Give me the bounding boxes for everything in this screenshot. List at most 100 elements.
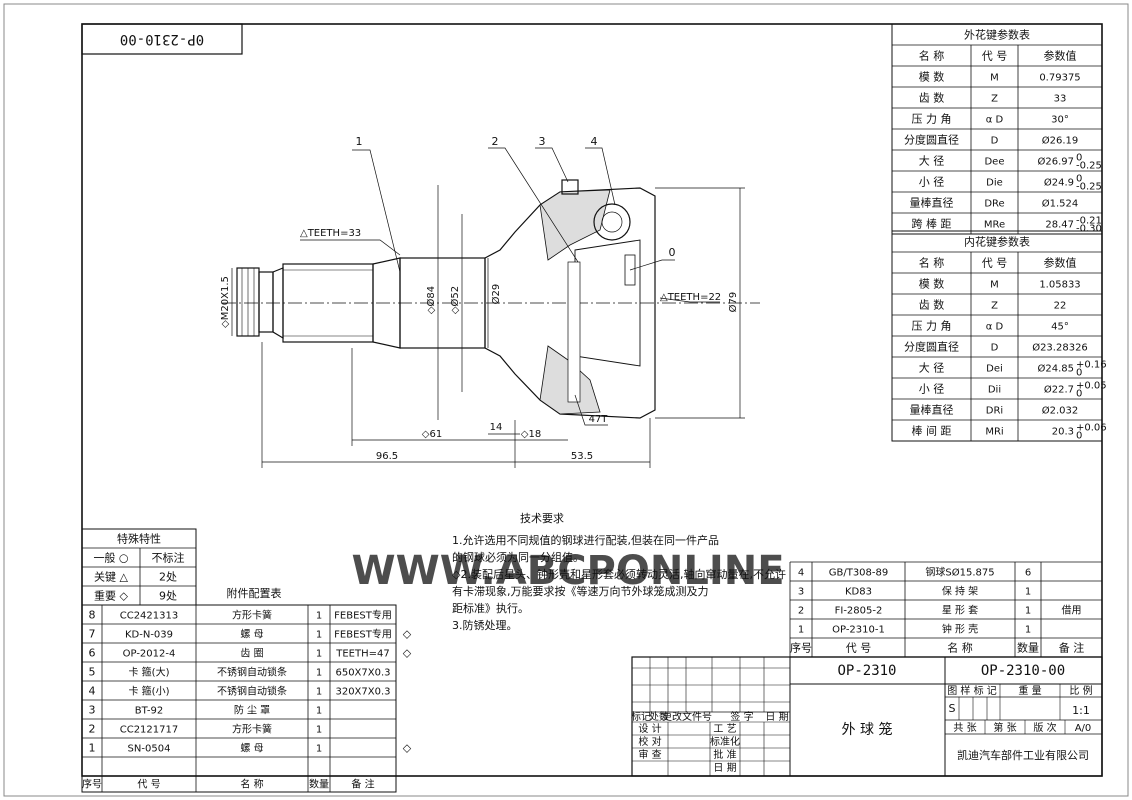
accessory-qty: 1 <box>316 706 322 717</box>
param-tol-lower: -0.25 <box>1076 161 1102 172</box>
attr-header: 重 量 <box>1018 684 1041 697</box>
outer-frame <box>3 3 1129 797</box>
sign-label: 批 准 <box>713 748 736 761</box>
callout-1: 1 <box>356 135 363 148</box>
accessory-code: CC2421313 <box>120 611 179 622</box>
accessory-name: 防 尘 罩 <box>234 704 270 717</box>
tech-req-line: 距标准》执行。 <box>452 601 529 615</box>
rev-header: 标记 <box>631 711 651 723</box>
param-value: Ø26.97 <box>1038 156 1075 168</box>
table-title: 内花键参数表 <box>964 235 1030 249</box>
watermark: WWW.ABCPONLINE <box>351 548 784 594</box>
accessory-qty: 1 <box>316 668 322 679</box>
bom-name: 钢球SØ15.875 <box>925 566 994 579</box>
sign-label: 日 期 <box>713 762 736 774</box>
param-name: 分度圆直径 <box>904 340 959 354</box>
attr-header: 图 样 标 记 <box>947 684 997 697</box>
technical-requirements: 技术要求 1.允许选用不同规值的钢球进行配装,但装在同一件产品 的钢球必须为同一… <box>452 512 786 632</box>
len-18-label: ◇18 <box>521 429 541 440</box>
bell-housing <box>484 187 656 419</box>
len-14-label: 14 <box>490 422 503 433</box>
param-code: Z <box>991 94 998 105</box>
param-tol-upper: +0.16 <box>1076 360 1107 371</box>
part-name: 外 球 笼 <box>842 721 893 738</box>
param-value: Ø23.28326 <box>1032 342 1088 354</box>
special-level: 重要 ◇ <box>94 589 128 603</box>
bom-code: OP-2310-1 <box>832 625 885 636</box>
column-header: 名 称 <box>919 49 945 63</box>
param-value: Ø2.032 <box>1042 405 1079 417</box>
company-name: 凯迪汽车部件工业有限公司 <box>957 748 1089 762</box>
thread-label: ◇M20X1.5 <box>220 276 231 328</box>
accessory-code: BT-92 <box>135 706 163 717</box>
special-title: 特殊特性 <box>117 532 161 546</box>
len-61-label: ◇61 <box>422 429 442 440</box>
dia-29-label: Ø29 <box>490 284 502 305</box>
param-name: 跨 棒 距 <box>912 217 952 231</box>
accessory-qty: 1 <box>316 687 322 698</box>
param-tol-upper: 0 <box>1076 153 1082 164</box>
abs-ring <box>567 261 581 403</box>
accessory-note: 650X7X0.3 <box>335 668 390 679</box>
param-code: Dee <box>984 157 1004 168</box>
importance-mark: ◇ <box>403 647 412 660</box>
accessory-no: 8 <box>89 609 96 622</box>
param-value: Ø24.85 <box>1038 363 1075 375</box>
param-code: DRe <box>984 199 1004 210</box>
accessory-note: 320X7X0.3 <box>335 687 390 698</box>
accessory-note: FEBEST专用 <box>334 609 392 622</box>
tech-req-line: ◇2.装配后星头、钟形壳和星形套必须转动灵活,轴向窜动量在,不允许 <box>452 567 786 581</box>
callout-0: 0 <box>669 246 676 259</box>
sign-label: 工 艺 <box>713 723 736 735</box>
param-name: 齿 数 <box>919 92 945 105</box>
accessory-qty: 1 <box>316 744 322 755</box>
sheet-label: A/0 <box>1075 723 1092 734</box>
accessory-code: 卡 箍(小) <box>129 685 170 698</box>
param-value: 20.3 <box>1052 427 1074 438</box>
accessory-no: 7 <box>89 628 96 641</box>
len-96-label: 96.5 <box>376 451 398 462</box>
column-header: 名 称 <box>947 641 973 655</box>
special-count: 9处 <box>159 590 177 603</box>
special-level: 关键 △ <box>94 570 128 584</box>
accessory-qty: 1 <box>316 611 322 622</box>
column-header: 代 号 <box>982 50 1008 63</box>
bom-name: 星 形 套 <box>942 604 978 617</box>
param-name: 小 径 <box>919 176 945 189</box>
param-code: D <box>991 136 999 147</box>
param-value: 30° <box>1051 115 1069 126</box>
bom-no: 1 <box>798 625 804 636</box>
column-header: 参数值 <box>1044 49 1077 63</box>
bom-qty: 1 <box>1025 587 1031 598</box>
sign-label: 校 对 <box>638 735 661 748</box>
sheet-label: 版 次 <box>1033 721 1056 734</box>
accessory-no: 3 <box>89 704 96 717</box>
accessory-note: TEETH=47 <box>335 649 389 660</box>
tech-req-line: 有卡滞现象,万能要求按《等速万向节外球笼成测及力 <box>452 584 709 598</box>
tech-req-line: 3.防锈处理。 <box>452 618 518 632</box>
scale: 1:1 <box>1072 704 1090 717</box>
param-value: Ø24.9 <box>1044 177 1074 189</box>
accessory-qty: 1 <box>316 725 322 736</box>
dia-79-label: Ø79 <box>727 292 739 313</box>
param-value: 22 <box>1054 301 1067 312</box>
table-title: 外花键参数表 <box>964 28 1030 42</box>
accessory-name: 齿 圈 <box>240 648 263 660</box>
bom-no: 3 <box>798 587 804 598</box>
drawing-number-stamp: 0P-2310-00 <box>81 23 243 55</box>
tech-req-title: 技术要求 <box>520 512 564 525</box>
rev-header: 处数 <box>649 710 669 723</box>
rev-header: 签 字 <box>730 710 753 723</box>
sign-label: 设 计 <box>638 722 661 735</box>
param-value: Ø22.7 <box>1044 384 1074 396</box>
accessory-code: CC2121717 <box>120 725 179 736</box>
param-code: MRe <box>984 220 1005 231</box>
column-header: 代 号 <box>846 642 872 655</box>
param-code: Dii <box>988 385 1001 396</box>
param-value: Ø26.19 <box>1042 135 1079 147</box>
drawing-mark: S <box>949 702 956 715</box>
